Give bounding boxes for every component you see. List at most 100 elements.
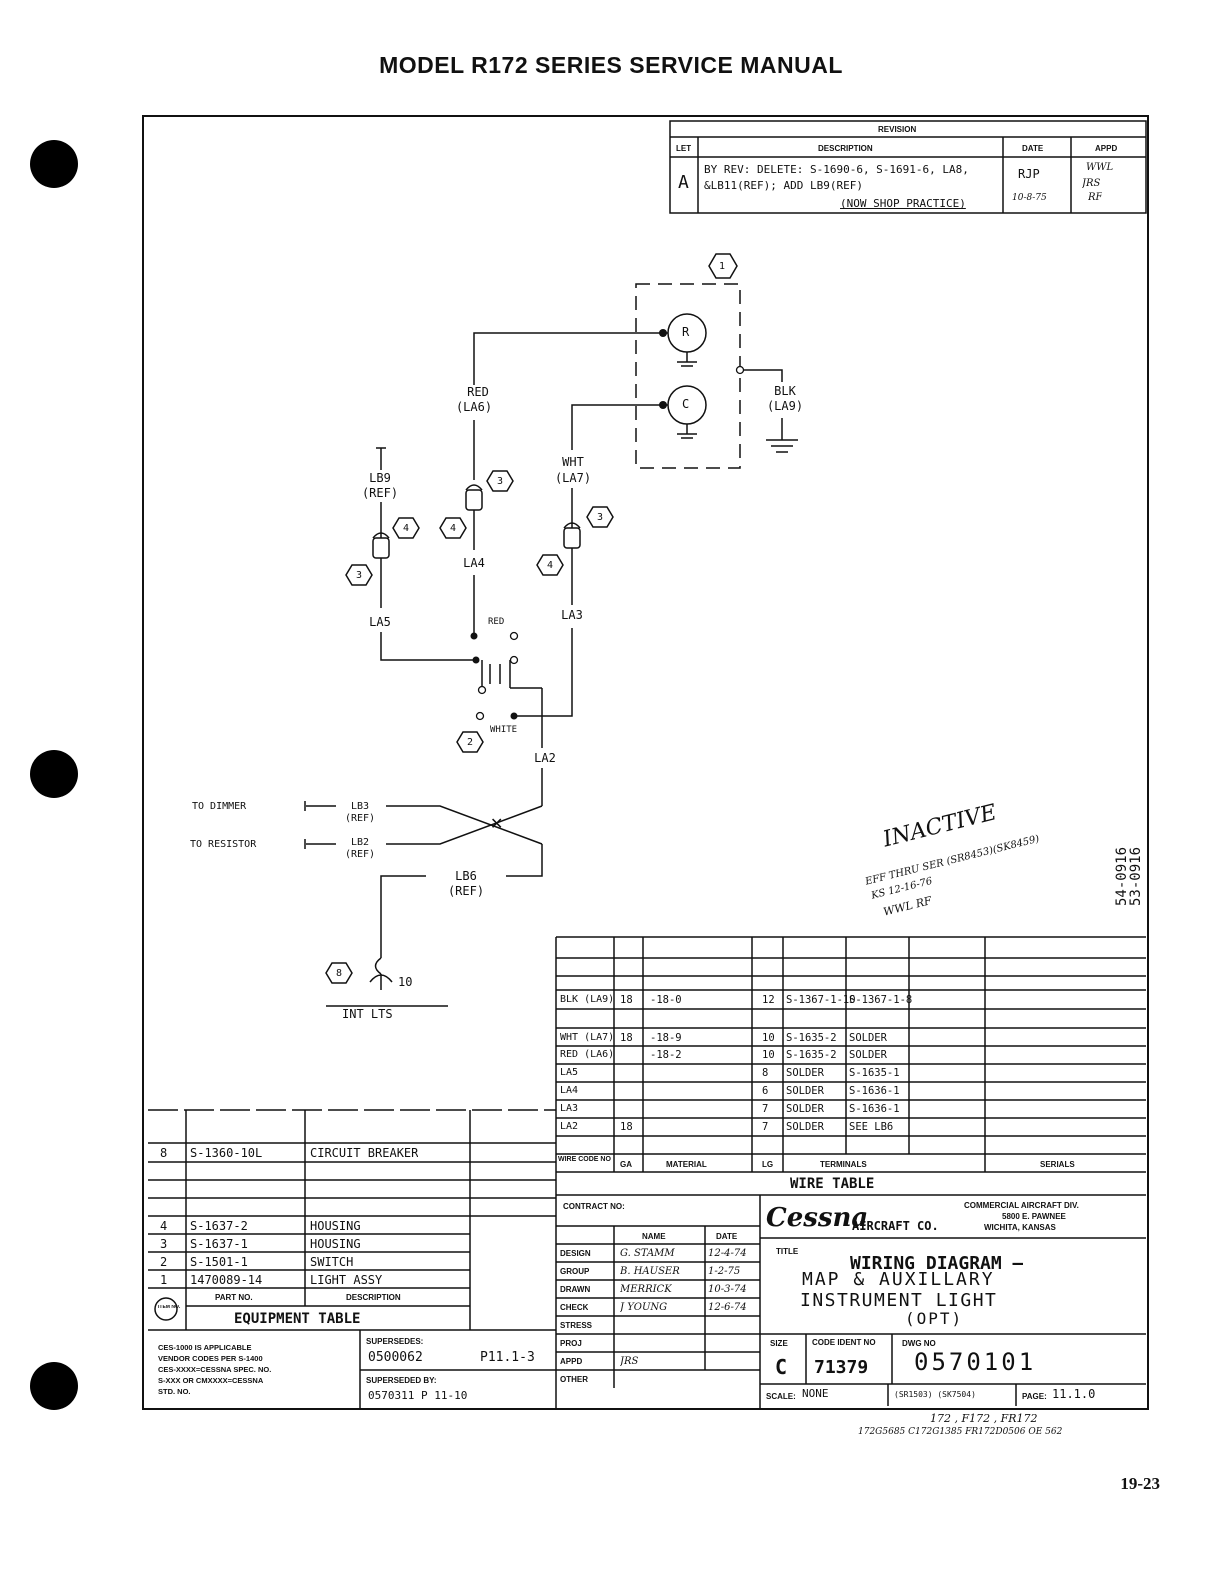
- wire-material: -18-2: [650, 1049, 682, 1061]
- dwg-no-value: 0570101: [914, 1349, 1037, 1375]
- approval-role: CHECK: [560, 1303, 589, 1312]
- note-line-5: STD. NO.: [158, 1387, 191, 1396]
- supersedes-page: P11.1-3: [480, 1350, 535, 1365]
- wire-code: LA2: [560, 1121, 579, 1132]
- wire-code: RED (LA6): [560, 1049, 615, 1060]
- revision-desc-3: (NOW SHOP PRACTICE): [840, 198, 966, 210]
- wire-table-header-serials: SERIALS: [1040, 1160, 1075, 1169]
- page-title: MODEL R172 SERIES SERVICE MANUAL: [379, 52, 843, 78]
- date-header: DATE: [716, 1232, 738, 1241]
- wire-lg: 6: [762, 1085, 769, 1097]
- lb2-ref: (REF): [344, 849, 376, 860]
- approval-role: STRESS: [560, 1321, 593, 1330]
- page-label: PAGE:: [1022, 1392, 1047, 1401]
- equip-item-no: 4: [160, 1219, 168, 1233]
- wire-code: LA3: [560, 1103, 579, 1114]
- wht-wire-id: (LA7): [554, 471, 592, 485]
- lb6-ref: (REF): [447, 884, 485, 898]
- code-ident-value: 71379: [814, 1358, 869, 1378]
- callout-4c: 4: [547, 560, 554, 571]
- wire-terminal-1: S-1367-1-10: [786, 994, 856, 1006]
- page-value: 11.1.0: [1052, 1388, 1096, 1400]
- wire-terminal-1: S-1635-2: [786, 1032, 837, 1044]
- equip-part-no: 1470089-14: [190, 1273, 263, 1287]
- wire-terminal-2: SOLDER: [849, 1032, 887, 1044]
- wire-terminal-1: SOLDER: [786, 1067, 824, 1079]
- revision-appd-3: RF: [1088, 192, 1103, 203]
- revision-desc-1: BY REV: DELETE: S-1690-6, S-1691-6, LA8,: [704, 164, 969, 176]
- callout-2: 2: [467, 737, 474, 748]
- stamp-ref-2: 53-0916: [1128, 846, 1144, 906]
- code-ident-label: CODE IDENT NO: [812, 1338, 876, 1347]
- lb3-label: LB3: [350, 801, 370, 812]
- svg-text:✕: ✕: [490, 814, 503, 833]
- revision-appd-2: JRS: [1082, 178, 1101, 189]
- pin-10-label: 10: [398, 975, 413, 989]
- wire-terminal-1: SOLDER: [786, 1121, 824, 1133]
- approval-date: 12-4-74: [708, 1248, 747, 1259]
- wire-terminal-1: SOLDER: [786, 1085, 824, 1097]
- light-assy-box: [635, 283, 741, 469]
- blk-wire-id: (LA9): [766, 399, 804, 413]
- callout-8: 8: [336, 968, 343, 979]
- callout-4b: 4: [450, 523, 457, 534]
- wire-lg: 10: [762, 1032, 775, 1044]
- equip-item-no: 3: [160, 1237, 168, 1251]
- equip-col-desc: DESCRIPTION: [346, 1293, 401, 1302]
- note-line-4: S-XXX OR CMXXXX=CESSNA: [158, 1376, 264, 1385]
- red-wire-label: RED: [467, 385, 489, 399]
- note-line-3: CES-XXXX=CESSNA SPEC. NO.: [158, 1365, 272, 1374]
- division-line-3: WICHITA, KANSAS: [984, 1223, 1056, 1232]
- company-logo: Cessna: [766, 1203, 869, 1233]
- la2-label: LA2: [534, 751, 556, 765]
- supersedes-label: SUPERSEDES:: [366, 1337, 424, 1346]
- wire-ga: 18: [620, 994, 633, 1006]
- equip-description: HOUSING: [310, 1237, 361, 1251]
- wire-table-header-code: WIRE CODE NO: [558, 1156, 611, 1163]
- serial-list: 172G5685 C172G1385 FR172D0506 OE 562: [858, 1427, 1063, 1437]
- approval-role: DRAWN: [560, 1285, 591, 1294]
- wire-material: -18-9: [650, 1032, 682, 1044]
- wire-terminal-2: SOLDER: [849, 1049, 887, 1061]
- equip-item-no: 8: [160, 1146, 168, 1160]
- approval-name: G. STAMM: [620, 1248, 675, 1259]
- equip-col-part: PART NO.: [215, 1293, 253, 1302]
- approval-name: JRS: [620, 1356, 639, 1367]
- approval-name: MERRICK: [620, 1284, 672, 1295]
- red-wire-id: (LA6): [455, 400, 493, 414]
- equip-part-no: S-1501-1: [190, 1255, 248, 1269]
- revision-block-border: [669, 120, 1147, 214]
- binder-hole: [30, 140, 78, 188]
- drawing-title-3: INSTRUMENT LIGHT: [800, 1291, 998, 1311]
- equip-part-no: S-1360-10L: [190, 1146, 263, 1160]
- revision-appd-1: WWL: [1086, 162, 1114, 173]
- page-number: 19-23: [1120, 1474, 1160, 1493]
- to-resistor-label: TO RESISTOR: [190, 839, 257, 850]
- wire-terminal-2: S-1636-1: [849, 1103, 900, 1115]
- superseded-by-value: 0570311 P 11-10: [368, 1390, 468, 1402]
- lamp-r-label: R: [682, 325, 690, 339]
- wire-table-header-terminals: TERMINALS: [820, 1160, 867, 1169]
- drawing-frame: [142, 115, 1149, 1410]
- item-no-badge: ITEM NO.: [158, 1305, 181, 1310]
- lb2-label: LB2: [350, 837, 370, 848]
- callout-3a: 3: [497, 476, 504, 487]
- drawing-title-2: MAP & AUXILLARY: [802, 1270, 995, 1290]
- wire-lg: 10: [762, 1049, 775, 1061]
- company-suffix: AIRCRAFT CO.: [852, 1219, 939, 1233]
- to-dimmer-label: TO DIMMER: [192, 801, 247, 812]
- size-value: C: [775, 1356, 788, 1378]
- la4-label: LA4: [463, 556, 485, 570]
- approval-date: 10-3-74: [708, 1284, 747, 1295]
- approval-role: OTHER: [560, 1375, 588, 1384]
- equip-description: SWITCH: [310, 1255, 354, 1269]
- wire-code: LA4: [560, 1085, 579, 1096]
- callout-3b: 3: [597, 512, 604, 523]
- wire-terminal-2: SEE LB6: [849, 1121, 894, 1133]
- wire-terminal-2: S-1367-1-8: [849, 994, 913, 1006]
- division-line-2: 5800 E. PAWNEE: [1002, 1212, 1066, 1221]
- la3-label: LA3: [561, 608, 583, 622]
- revision-col-let: LET: [676, 144, 692, 153]
- equip-part-no: S-1637-2: [190, 1219, 248, 1233]
